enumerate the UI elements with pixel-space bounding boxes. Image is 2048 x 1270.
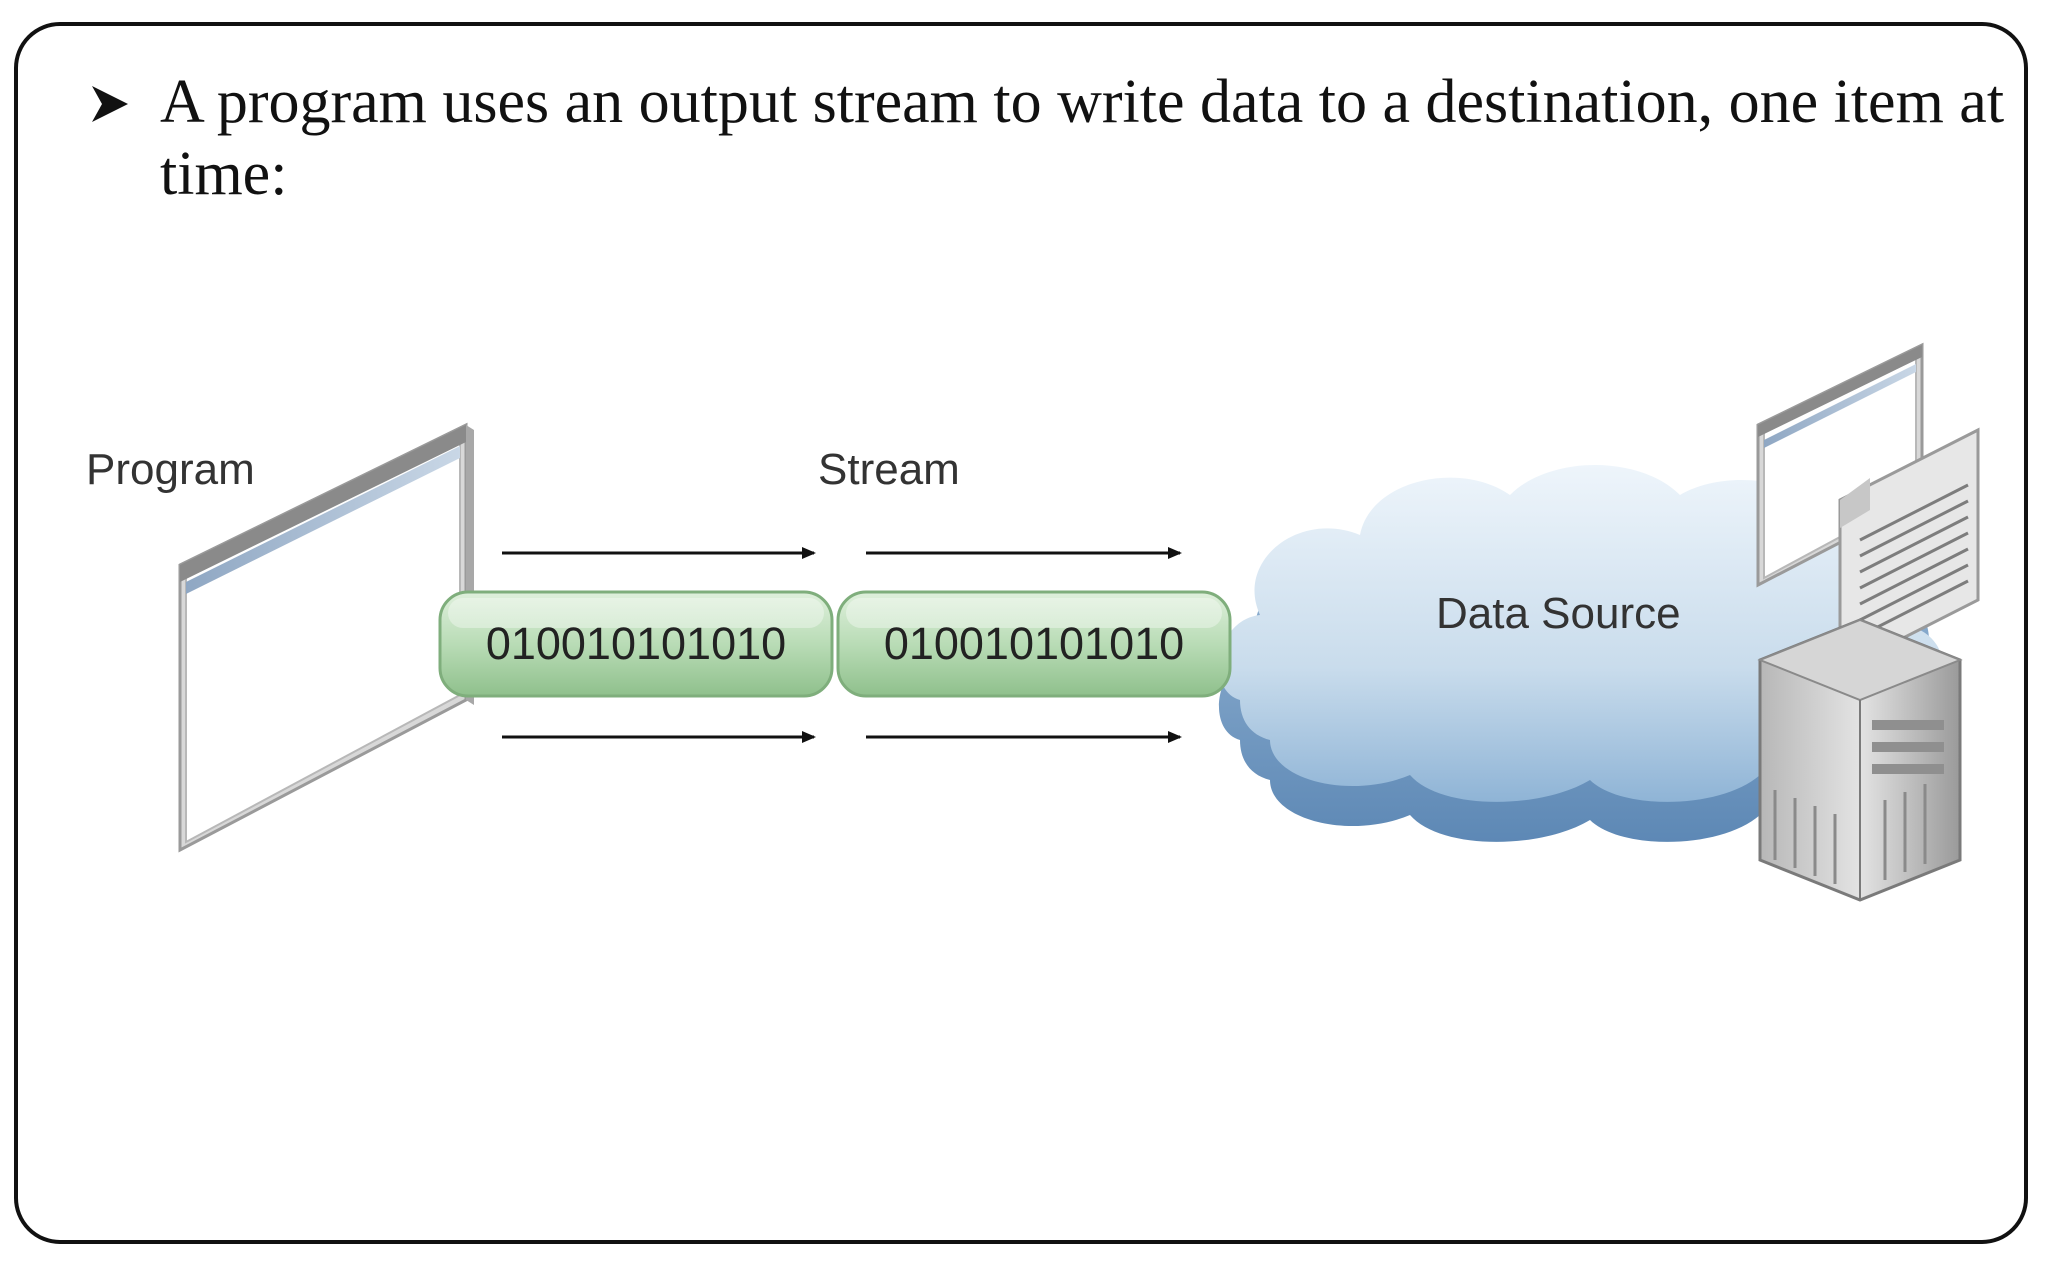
stream-segment-2: 010010101010 xyxy=(836,590,1232,698)
program-label: Program xyxy=(86,445,255,494)
destination-label: Data Source xyxy=(1436,589,1681,638)
document-icon xyxy=(1838,427,1980,673)
stream-label: Stream xyxy=(818,445,960,494)
flow-arrows xyxy=(502,547,1182,743)
bullet-text: A program uses an output stream to write… xyxy=(160,68,2005,208)
stream-segment-1: 010010101010 xyxy=(438,590,834,698)
arrow-bullet-icon xyxy=(92,86,128,122)
server-tower-icon xyxy=(1757,618,1963,902)
segment-bits-1: 010010101010 xyxy=(486,618,786,669)
segment-bits-2: 010010101010 xyxy=(884,618,1184,669)
program-window-icon xyxy=(178,422,474,853)
